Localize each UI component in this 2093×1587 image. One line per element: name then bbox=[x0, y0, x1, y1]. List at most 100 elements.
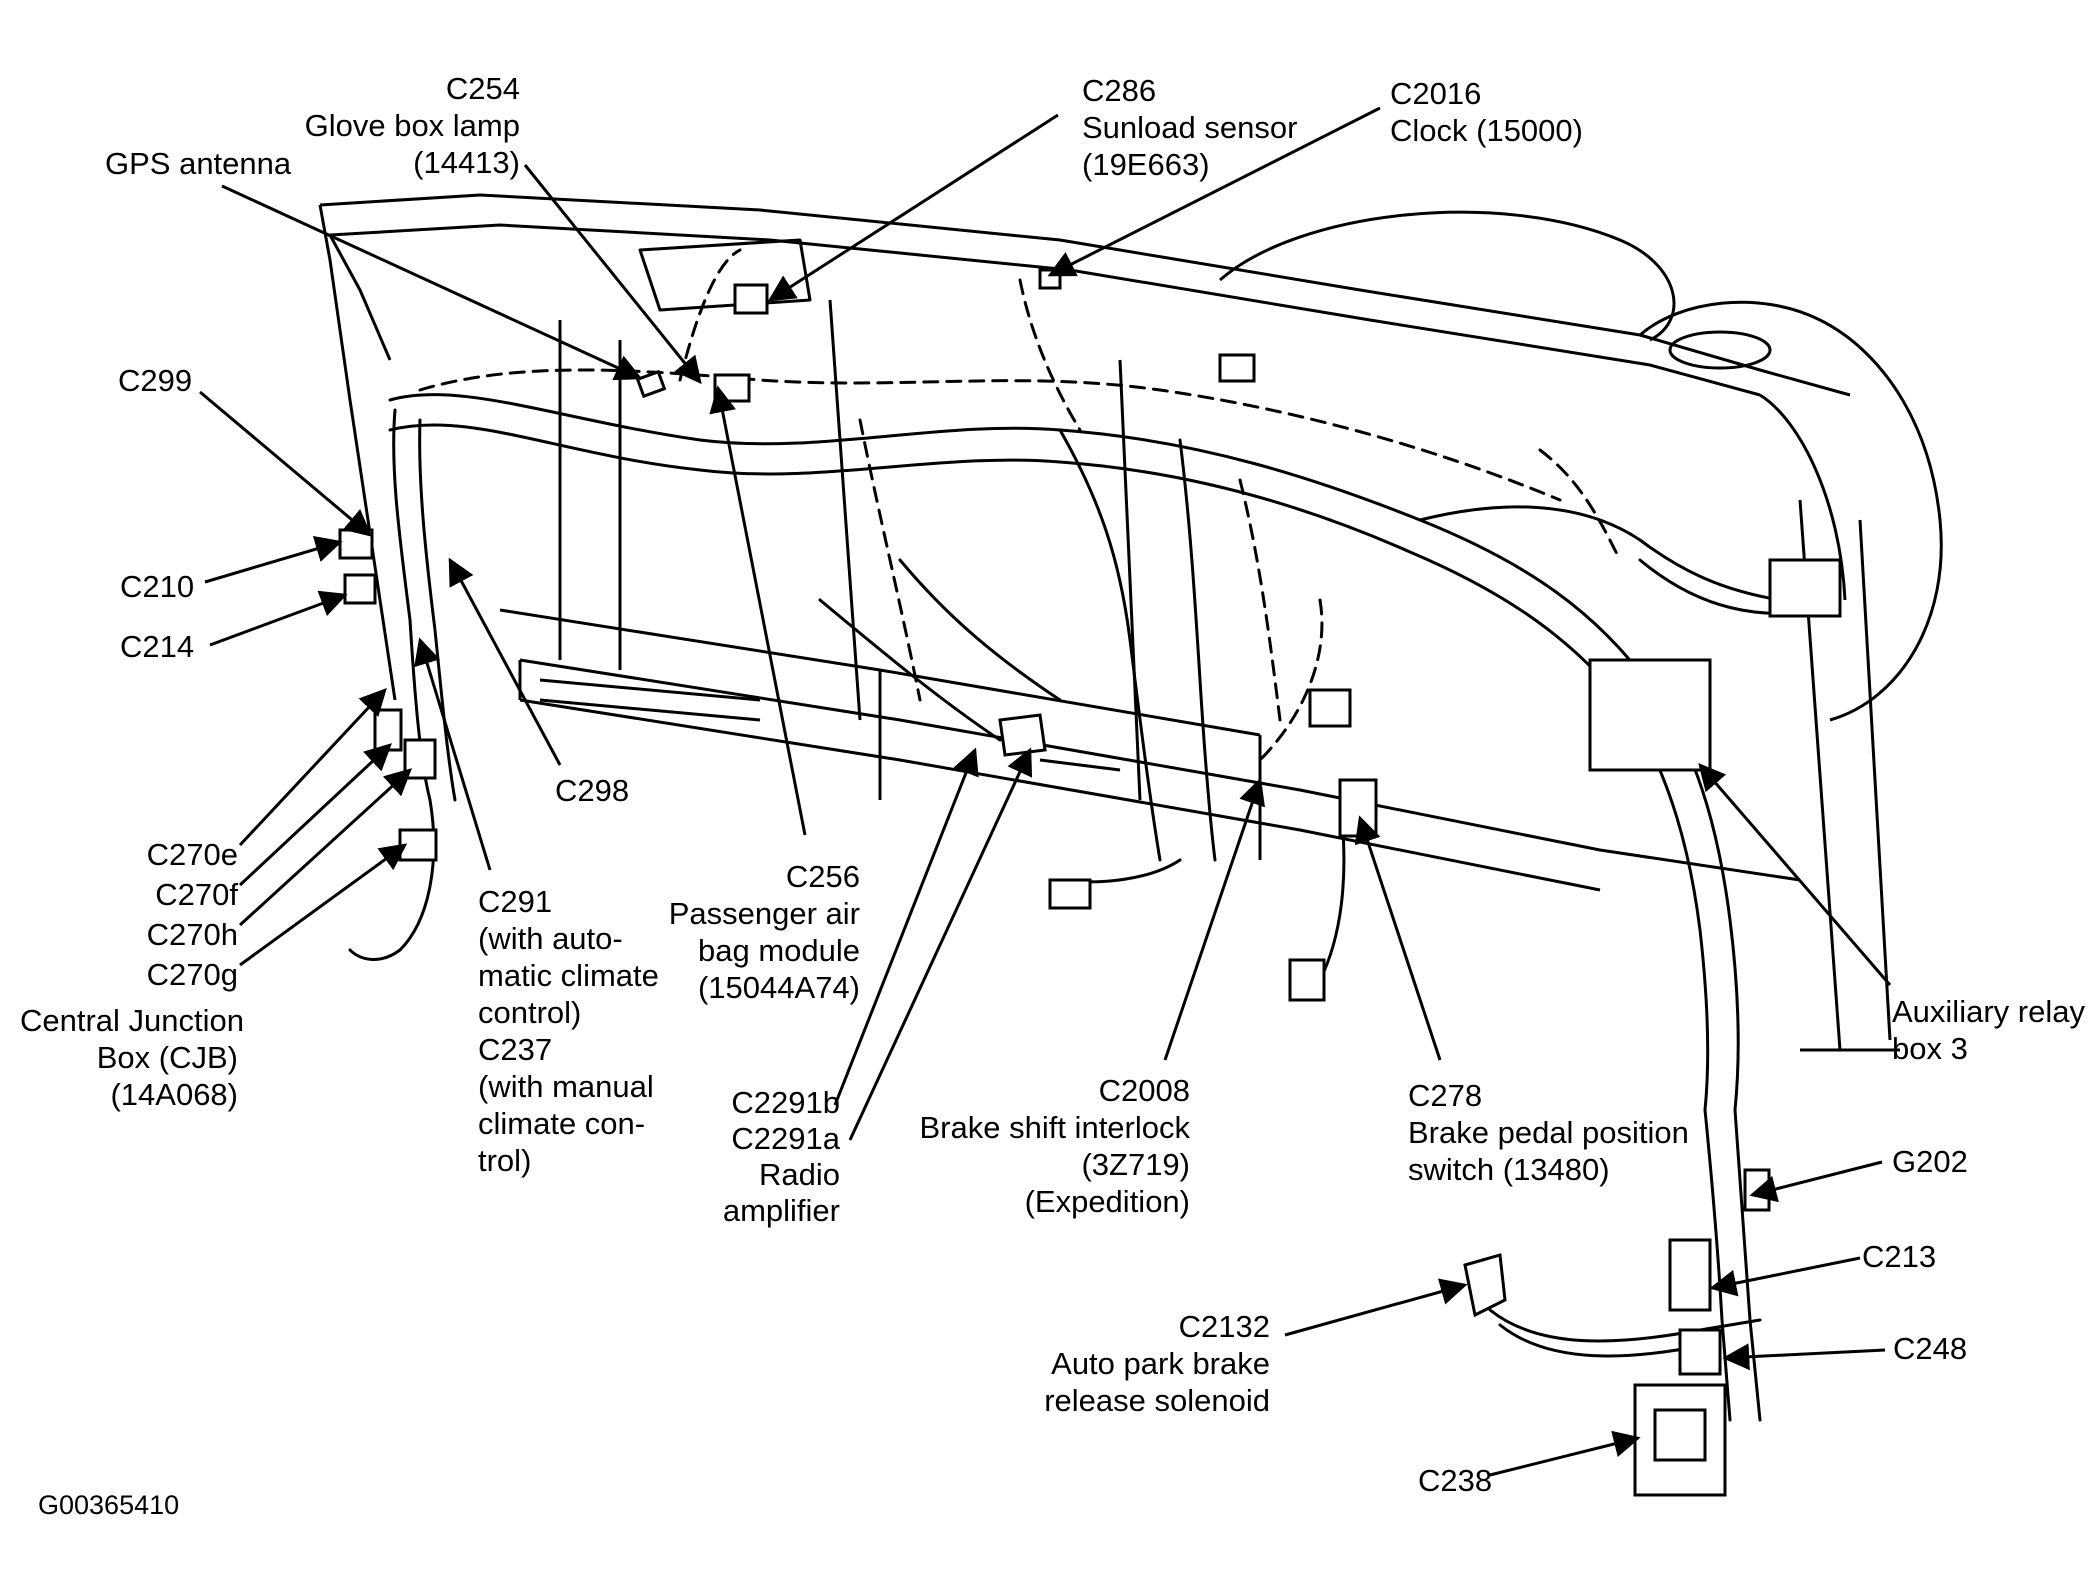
label-c2132: C2132 Auto park brake release solenoid bbox=[1020, 1308, 1270, 1419]
label-c270-group: C270e C270f C270h C270g bbox=[100, 835, 238, 995]
leader-lines bbox=[199, 106, 1892, 1477]
label-c237-line4: trol) bbox=[478, 1143, 532, 1178]
label-c256-line2: Passenger air bbox=[668, 896, 860, 931]
label-g202: G202 bbox=[1892, 1143, 1968, 1180]
label-c248-code: C248 bbox=[1893, 1331, 1968, 1366]
label-c270e: C270e bbox=[146, 837, 238, 872]
label-c278-part: switch (13480) bbox=[1408, 1152, 1610, 1187]
label-c214: C214 bbox=[120, 628, 194, 665]
leader-c2016 bbox=[1047, 106, 1381, 277]
label-c270f: C270f bbox=[155, 877, 238, 912]
leader-c238 bbox=[1489, 1430, 1641, 1477]
label-c298-code: C298 bbox=[555, 773, 630, 808]
label-c213-code: C213 bbox=[1862, 1239, 1937, 1274]
label-c214-code: C214 bbox=[120, 629, 195, 664]
leader-c248 bbox=[1722, 1343, 1886, 1371]
label-c2132-code: C2132 bbox=[1178, 1309, 1270, 1344]
label-c2132-line2: Auto park brake bbox=[1051, 1346, 1270, 1381]
wire-harness bbox=[348, 248, 1822, 1422]
label-c286-part: (19E663) bbox=[1082, 147, 1210, 182]
leader-c270f bbox=[238, 743, 392, 887]
label-c2291a: C2291a bbox=[731, 1121, 840, 1156]
leader-c291 bbox=[414, 637, 492, 871]
leader-c2291b bbox=[833, 747, 979, 1106]
label-c2291-group: C2291b C2291a Radio amplifier bbox=[680, 1085, 840, 1229]
label-c237-code: C237 bbox=[478, 1032, 553, 1067]
label-c238-code: C238 bbox=[1418, 1463, 1493, 1498]
label-c278-code: C278 bbox=[1408, 1078, 1483, 1113]
label-cjb: Central Junction Box (CJB) (14A068) bbox=[20, 1002, 245, 1113]
label-aux-relay: Auxiliary relay box 3 bbox=[1892, 993, 2085, 1067]
leader-c270h bbox=[238, 768, 412, 927]
label-c256-line3: bag module bbox=[697, 933, 860, 968]
label-c2291b: C2291b bbox=[731, 1085, 840, 1120]
leader-c256 bbox=[709, 385, 807, 836]
leader-c210 bbox=[204, 535, 343, 584]
label-cjb-part: (14A068) bbox=[110, 1077, 238, 1112]
label-c254: C254 Glove box lamp (14413) bbox=[300, 70, 520, 181]
leader-c286 bbox=[767, 113, 1059, 302]
leader-c254 bbox=[523, 164, 702, 385]
label-c237-line3: climate con- bbox=[478, 1106, 646, 1141]
label-c254-name: Glove box lamp bbox=[304, 108, 520, 143]
label-c278-name: Brake pedal position bbox=[1408, 1115, 1689, 1150]
leader-c270e bbox=[238, 688, 387, 847]
label-c256-code: C256 bbox=[785, 859, 860, 894]
leader-c213 bbox=[1709, 1256, 1861, 1297]
label-c2008-note: (Expedition) bbox=[1024, 1184, 1190, 1219]
label-c210-code: C210 bbox=[120, 569, 195, 604]
label-c291-line3: matic climate bbox=[478, 958, 659, 993]
label-c2008: C2008 Brake shift interlock (3Z719) (Exp… bbox=[890, 1072, 1191, 1220]
label-c2008-code: C2008 bbox=[1098, 1073, 1190, 1108]
label-c270g: C270g bbox=[146, 957, 238, 992]
label-c2016: C2016 Clock (15000) bbox=[1390, 75, 1583, 149]
label-c2008-name: Brake shift interlock bbox=[919, 1110, 1191, 1145]
label-c254-code: C254 bbox=[445, 71, 520, 106]
label-gps-antenna-name: GPS antenna bbox=[105, 146, 292, 181]
label-gps-antenna: GPS antenna bbox=[105, 145, 291, 182]
label-c256-part: (15044A74) bbox=[697, 970, 860, 1005]
label-aux-relay-line2: box 3 bbox=[1892, 1031, 1968, 1066]
leader-c270g bbox=[239, 843, 408, 967]
label-c237-line2: (with manual bbox=[478, 1069, 654, 1104]
leader-c298 bbox=[448, 557, 562, 766]
label-c248: C248 bbox=[1893, 1330, 1967, 1367]
leader-aux-relay bbox=[1698, 762, 1892, 986]
leader-c2008 bbox=[1163, 777, 1265, 1061]
label-c291-line2: (with auto- bbox=[478, 921, 623, 956]
label-c286: C286 Sunload sensor (19E663) bbox=[1082, 72, 1297, 183]
leader-c278 bbox=[1354, 815, 1442, 1061]
leader-g202 bbox=[1749, 1160, 1883, 1203]
label-c213: C213 bbox=[1862, 1238, 1936, 1275]
label-radio-amp-line1: Radio bbox=[759, 1157, 840, 1192]
label-g202-code: G202 bbox=[1892, 1144, 1968, 1179]
figure-id: G00365410 bbox=[38, 1487, 179, 1524]
label-c238: C238 bbox=[1418, 1462, 1492, 1499]
leader-gps-antenna bbox=[221, 184, 643, 381]
leader-c214 bbox=[209, 590, 348, 647]
label-c210: C210 bbox=[120, 568, 194, 605]
panel-frame bbox=[318, 193, 1943, 1052]
label-c286-code: C286 bbox=[1082, 73, 1157, 108]
label-cjb-line1: Central Junction bbox=[20, 1003, 245, 1038]
label-c2016-code: C2016 bbox=[1390, 76, 1482, 111]
label-c291-c237: C291 (with auto- matic climate control) … bbox=[478, 883, 659, 1179]
label-aux-relay-line1: Auxiliary relay bbox=[1892, 994, 2085, 1029]
leader-c299 bbox=[199, 390, 373, 537]
label-c278: C278 Brake pedal position switch (13480) bbox=[1408, 1077, 1689, 1188]
label-c291-line4: control) bbox=[478, 995, 582, 1030]
figure-id-text: G00365410 bbox=[38, 1490, 180, 1520]
label-cjb-line2: Box (CJB) bbox=[96, 1040, 238, 1075]
label-radio-amp-line2: amplifier bbox=[722, 1193, 840, 1228]
label-c291-code: C291 bbox=[478, 884, 553, 919]
label-c299: C299 bbox=[118, 362, 192, 399]
label-c256: C256 Passenger air bag module (15044A74) bbox=[640, 858, 860, 1006]
label-c299-code: C299 bbox=[118, 363, 193, 398]
label-c298: C298 bbox=[555, 772, 629, 809]
label-c286-name: Sunload sensor bbox=[1082, 110, 1298, 145]
label-c254-part: (14413) bbox=[413, 145, 520, 180]
label-c270h: C270h bbox=[146, 917, 238, 952]
label-c2016-name: Clock (15000) bbox=[1390, 113, 1583, 148]
